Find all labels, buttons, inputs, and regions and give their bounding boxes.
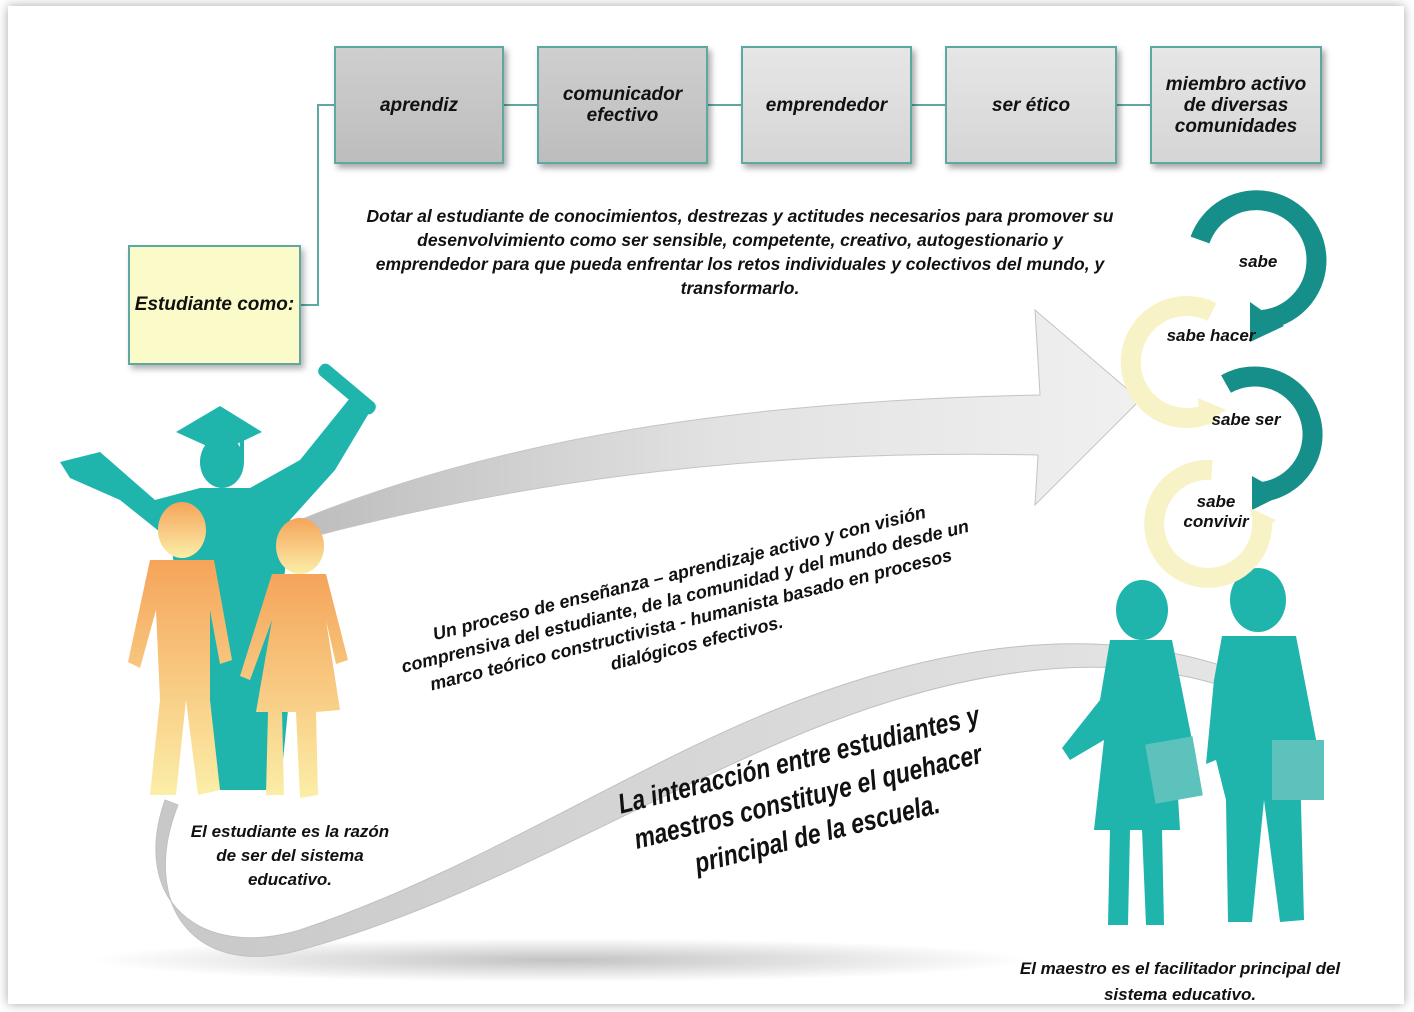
cycle-label-sabe: sabe <box>1238 252 1278 271</box>
attribute-box-emprendedor: emprendedor <box>741 46 912 164</box>
cycle-label-sabe-convivir: sabe convivir <box>1183 492 1249 531</box>
connector-lines <box>301 104 1150 306</box>
cycle-label-sabe-hacer: sabe hacer <box>1166 326 1256 345</box>
woman-teacher-silhouette <box>1062 580 1203 925</box>
attribute-box-aprendiz: aprendiz <box>334 46 504 164</box>
student-caption: El estudiante es la razón de ser del sis… <box>190 822 390 889</box>
attribute-box-miembro: miembro activo de diversas comunidades <box>1150 46 1322 164</box>
cycle-arrows <box>1120 190 1327 588</box>
attribute-box-comunicador: comunicador efectivo <box>537 46 708 164</box>
ground-shadow <box>90 938 1030 982</box>
girl-silhouette <box>240 518 348 798</box>
man-teacher-silhouette <box>1206 568 1324 922</box>
attribute-box-ser-etico: ser ético <box>945 46 1117 164</box>
graduate-silhouette <box>60 363 376 790</box>
teacher-caption: El maestro es el facilitador principal d… <box>1019 959 1341 1004</box>
cycle-label-sabe-ser: sabe ser <box>1211 410 1281 429</box>
purpose-text: Dotar al estudiante de conocimientos, de… <box>366 206 1114 298</box>
student-box: Estudiante como: <box>128 245 301 365</box>
big-arrow <box>299 308 1141 541</box>
boy-silhouette <box>128 502 232 795</box>
